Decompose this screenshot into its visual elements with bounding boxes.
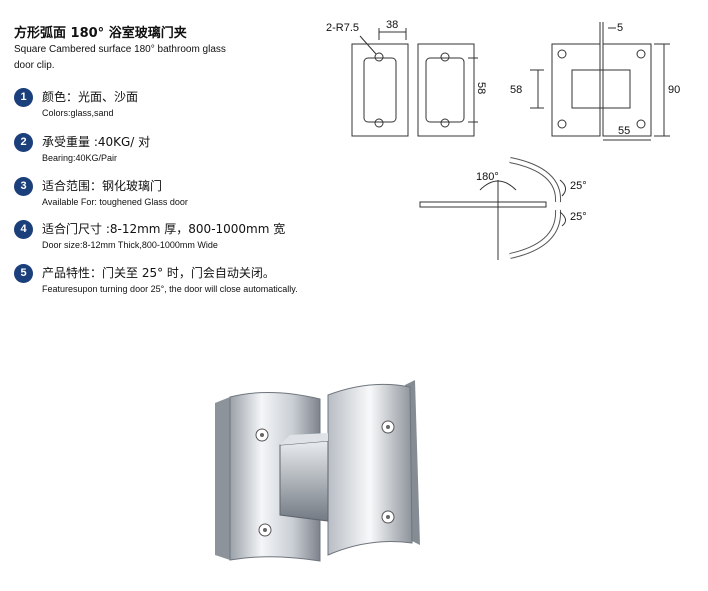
close-angle-top-label: 25° [570,180,587,192]
feature-text-en: Colors:glass,sand [42,108,114,118]
number-badge-icon: 5 [14,264,33,283]
number-badge-icon: 1 [14,88,33,107]
glass-clip-photo [215,380,420,562]
close-angle-bottom-label: 25° [570,211,587,223]
feature-text-cn: 产品特性：门关至 25° 时，门会自动关闭。 [42,266,275,280]
feature-text-cn: 承受重量 :40KG/ 对 [42,135,151,149]
number-badge-icon: 4 [14,220,33,239]
feature-text-cn: 适合范围：钢化玻璃门 [42,179,163,193]
gap-label: 5 [617,22,623,34]
number-badge-icon: 3 [14,177,33,196]
product-title-en: Square Cambered surface 180° bathroom gl… [14,44,226,71]
feature-text-cn: 颜色：光面、沙面 [42,90,139,104]
feature-text-cn: 适合门尺寸 :8-12mm 厚，800-1000mm 宽 [42,222,286,236]
width-label: 38 [386,19,398,31]
outer-height-label: 90 [668,84,680,96]
feature-text-en: Available For: toughened Glass door [42,197,188,207]
rotation-angle-diagram: 180° 25° 25° [419,157,587,260]
inner-height-label: 58 [510,84,522,96]
feature-text-en: Featuresupon turning door 25°, the door … [42,284,298,294]
feature-text-en: Door size:8-12mm Thick,800-1000mm Wide [42,240,218,250]
product-title-cn: 方形弧面 180° 浴室玻璃门夹 [14,26,187,41]
radius-label: 2-R7.5 [326,22,359,34]
dimension-drawing-plate: 2-R7.5 38 58 [326,19,487,137]
height-label: 58 [475,82,487,94]
feature-text-en: Bearing:40KG/Pair [42,153,118,163]
dimension-drawing-hinge: 5 58 90 55 [510,22,680,141]
half-width-label: 55 [618,125,630,137]
number-badge-icon: 2 [14,133,33,152]
open-angle-label: 180° [476,171,499,183]
